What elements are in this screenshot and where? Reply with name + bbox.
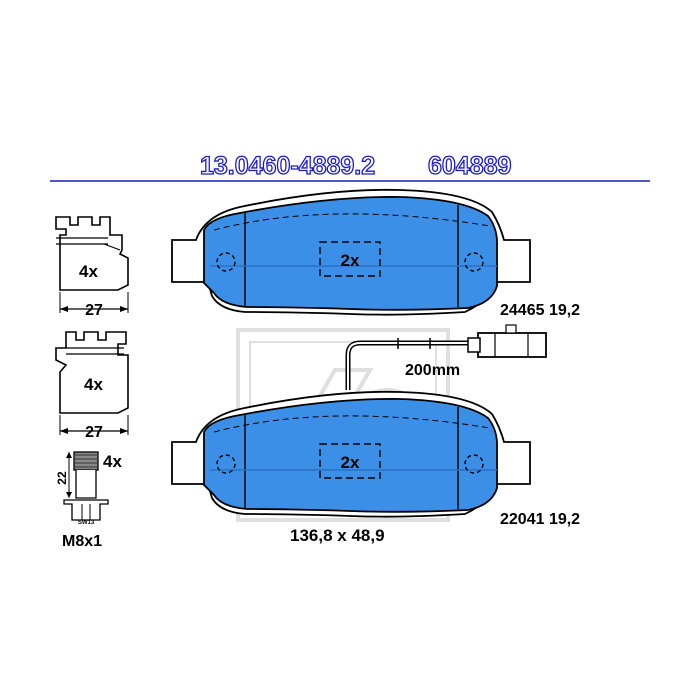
bolt-length: 22: [55, 471, 69, 485]
bolt-wrench-size: SW13: [78, 520, 95, 526]
upper-brake-pad: 2x: [171, 188, 531, 316]
pad-dimensions: 136,8 x 48,9: [290, 526, 385, 545]
lower-chamfer-line: [213, 415, 491, 433]
upper-clip-width: 27: [85, 302, 103, 319]
lower-brake-pad: 2x: [171, 390, 531, 518]
upper-clip: [55, 216, 129, 313]
upper-pad-qty: 2x: [341, 251, 360, 270]
wear-sensor-length: 200mm: [405, 362, 460, 379]
lower-qty-box: [319, 443, 381, 479]
lower-friction-material: [203, 398, 498, 513]
upper-chamfer-line: [213, 213, 491, 231]
lower-pad-qty: 2x: [341, 453, 360, 472]
upper-clip-qty: 4x: [79, 262, 98, 281]
part-number: 13.0460-4889.2: [200, 152, 375, 180]
upper-pad-code: 24465 19,2: [500, 302, 580, 319]
upper-friction-material: [203, 196, 498, 311]
sensor-connector: [477, 332, 547, 358]
bolt-head: [63, 499, 109, 521]
lower-clip-qty: 4x: [84, 375, 103, 394]
lower-pad-code: 22041 19,2: [500, 511, 580, 528]
lower-pin-hole-left: [216, 454, 236, 474]
lower-clip: [55, 331, 129, 435]
upper-qty-box: [319, 241, 381, 277]
reference-number: 604889: [428, 152, 511, 180]
bolt: [63, 451, 109, 521]
bolt-thread-size: M8x1: [62, 533, 102, 550]
wear-sensor: [345, 324, 547, 390]
lower-clip-width: 27: [85, 424, 103, 441]
upper-pin-hole-right: [464, 252, 484, 272]
bolt-qty: 4x: [103, 452, 122, 471]
lower-pin-hole-right: [464, 454, 484, 474]
upper-pin-hole-left: [216, 252, 236, 272]
